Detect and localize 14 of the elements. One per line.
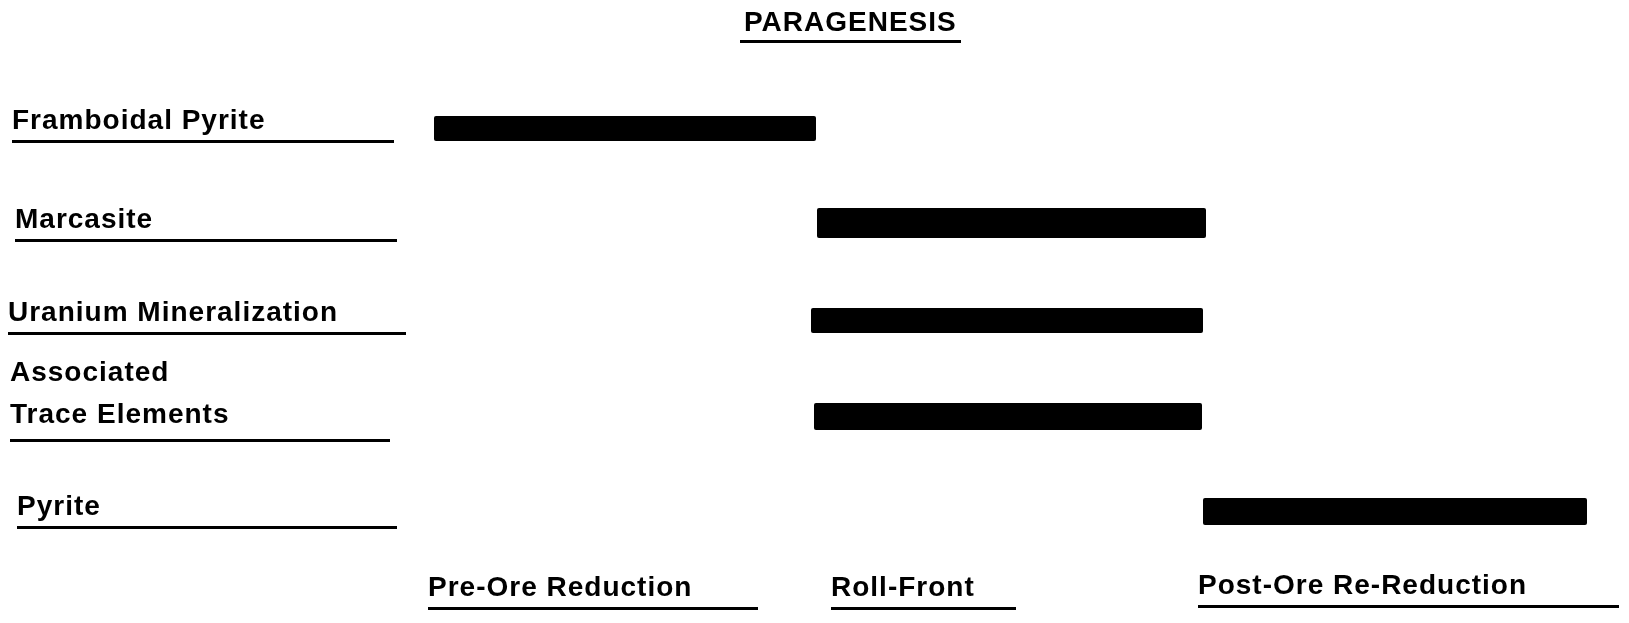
duration-bar — [1203, 498, 1587, 525]
duration-bar — [817, 208, 1206, 238]
stage-label: Pre-Ore Reduction — [428, 571, 758, 610]
duration-bar — [811, 308, 1203, 333]
stage-label: Roll-Front — [831, 571, 1016, 610]
duration-bar — [434, 116, 816, 141]
mineral-label: Uranium Mineralization — [8, 296, 406, 335]
chart-title: PARAGENESIS — [740, 6, 961, 43]
mineral-label: Marcasite — [15, 203, 397, 242]
stage-label: Post-Ore Re-Reduction — [1198, 569, 1619, 608]
mineral-label: Pyrite — [17, 490, 397, 529]
mineral-label: Framboidal Pyrite — [12, 104, 394, 143]
mineral-label: Associated Trace Elements — [10, 351, 390, 442]
duration-bar — [814, 403, 1202, 430]
